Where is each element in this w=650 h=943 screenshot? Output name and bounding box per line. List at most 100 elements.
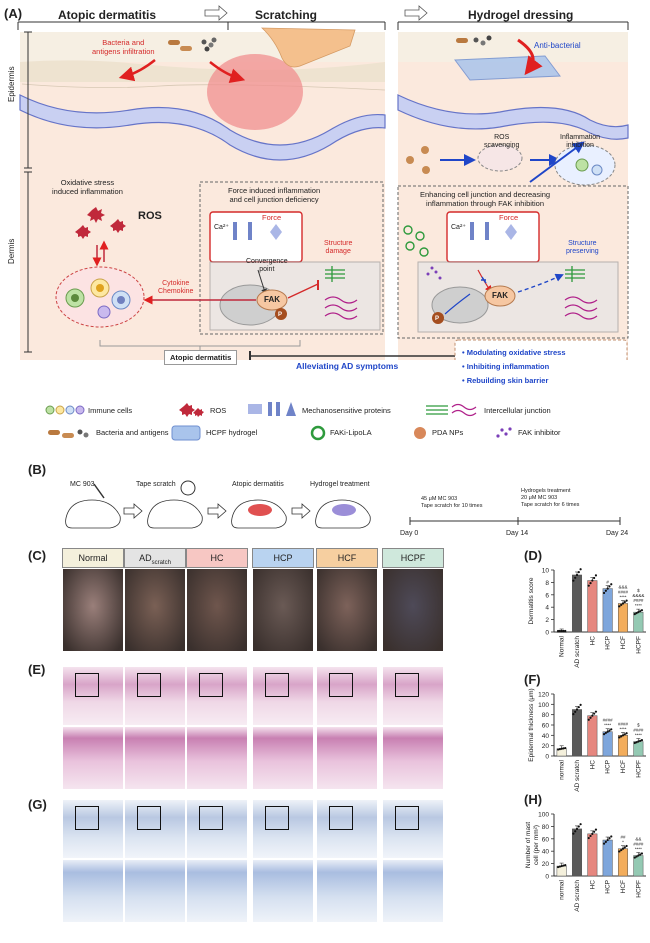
data-point [558,629,561,633]
he-stain-image [186,726,248,790]
y-tick-label: 100 [538,812,549,819]
y-tick-label: 0 [545,874,549,881]
he-stain-image [382,666,444,726]
data-point [606,838,609,842]
legend-hcpf: HCPF hydrogel [206,428,258,437]
scratching-hand [260,27,356,68]
data-point [577,571,580,574]
bar [571,709,583,757]
data-point [579,568,582,571]
panel-c-letter: (C) [28,548,47,563]
group-label-text: HCF [337,553,357,563]
stage-atopic-dermatitis: Atopic dermatitis [58,8,157,22]
data-point [587,718,590,721]
legend-bacteria: Bacteria and antigens [96,428,169,437]
significance-label: # [606,580,609,585]
toluidine-stain-image [382,799,444,859]
data-point [593,712,596,715]
calcium-label: Ca²⁺ [214,224,229,231]
bacteria-infiltration-label: Bacteria and antigens infiltration [92,38,155,56]
hydrogel-sheet [454,55,561,81]
data-point [606,587,609,590]
data-point [577,706,580,709]
y-axis-label-line: Epidermal thickness (μm) [528,688,535,761]
bar [617,603,629,633]
bar [602,731,613,757]
he-stain-image [124,726,186,790]
inflammation-inhibition-label: Inflammation inhibition [560,134,601,149]
group-label-hcf: HCF [316,548,378,568]
he-stain-image [62,666,124,726]
significance-line: && [635,837,641,842]
data-point [620,603,623,607]
x-tick-label: normal [559,759,566,779]
data-point [602,591,606,595]
data-point [610,728,613,731]
benefit-item: • Rebuilding skin barrier [462,376,549,385]
bar [587,833,598,877]
group-label-text: AD [139,553,152,563]
panel-f-letter: (F) [524,672,541,687]
he-stain-image [316,666,378,726]
zoom-region-box [199,806,223,830]
data-point [594,574,598,577]
x-tick-label: HC [589,760,596,770]
data-point [577,825,580,828]
day-0: Day 0 [400,530,419,537]
data-point [587,836,590,840]
bacteria-cluster-left [168,37,217,52]
legend-junction: Intercellular junction [484,406,551,415]
data-point [587,584,590,587]
bar [617,848,629,877]
panel-d-letter: (D) [524,548,543,563]
significance-line: **** [635,847,642,852]
panel-b-letter: (B) [28,462,47,477]
data-point [572,713,575,716]
data-point [635,612,638,615]
data-point [635,741,638,744]
group-label-hc: HC [186,548,248,568]
data-point [574,830,577,833]
zoom-region-box [265,673,289,697]
y-tick-label: 80 [542,824,550,831]
zoom-region-box [137,806,161,830]
data-point [610,583,613,586]
data-point [637,611,640,614]
convergence-point-label: Convergence point [246,258,288,273]
data-point [625,599,628,602]
zoom-region-box [329,673,353,697]
y-axis-label: Epidermal thickness (μm) [528,688,535,761]
mouse-photo [382,568,444,652]
data-point [620,848,623,852]
significance-label: $####**** [633,723,644,738]
significance-line: #### [603,718,614,723]
y-tick-label: 20 [542,743,550,750]
significance-line: **** [604,723,611,728]
data-point [572,832,575,835]
stage-arrow-2 [404,5,428,21]
benefit-item: • Inhibiting inflammation [462,362,550,371]
toluidine-stain-image [316,859,378,923]
panel-a-artwork [17,5,629,360]
basal-layer-left [19,94,386,161]
x-tick-label: normal [559,879,566,899]
data-point [579,703,582,706]
oxidative-stress-label: Oxidative stress induced inflammation [52,178,123,196]
he-stain-image [186,666,248,726]
significance-label: &&####**** [633,837,644,852]
y-tick-label: 120 [538,692,549,699]
data-point [574,576,577,579]
data-point [621,734,625,737]
mouse-photo [186,568,248,652]
data-point [633,741,636,745]
y-tick-label: 100 [538,702,549,709]
legend-ros: ROS [210,406,227,415]
panel-g-letter: (G) [28,797,47,812]
y-tick-label: 10 [542,568,550,575]
significance-line: &&&& [632,593,644,598]
toluidine-stain-image [124,859,186,923]
data-point [556,629,560,633]
y-axis-label-line: cell (per mm²) [533,825,540,865]
y-tick-label: 4 [545,605,549,612]
